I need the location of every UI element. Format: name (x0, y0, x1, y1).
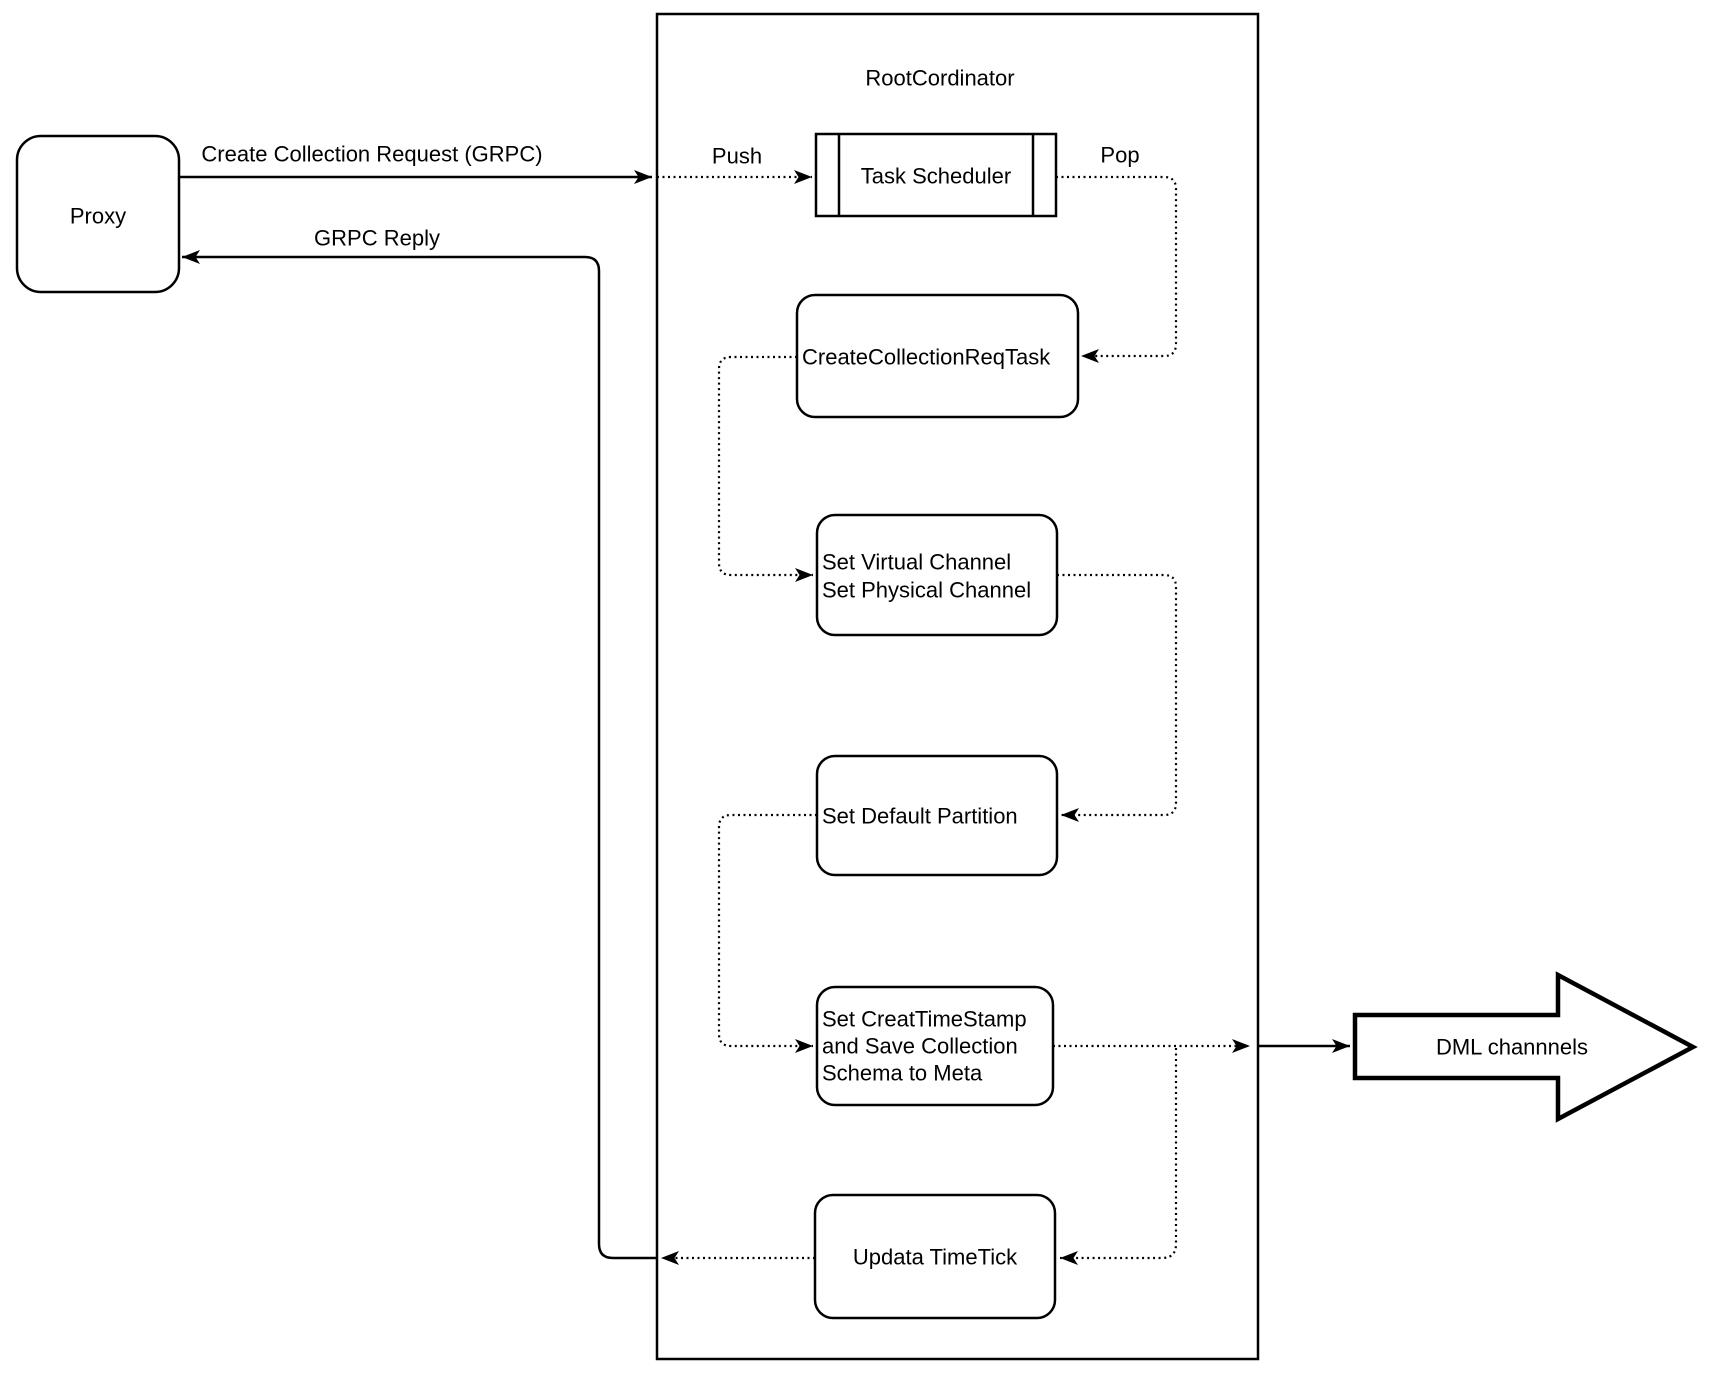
dml-channels-label: DML channnels (1436, 1035, 1588, 1060)
proxy-node (15, 134, 181, 294)
set-create-timestamp-line3: Schema to Meta (822, 1061, 983, 1086)
edge-pop (1056, 175, 1178, 363)
set-channels-line1: Set Virtual Channel (822, 550, 1011, 575)
set-channels-line2: Set Physical Channel (822, 578, 1031, 603)
task-scheduler-label: Task Scheduler (861, 164, 1011, 189)
proxy-label: Proxy (70, 204, 126, 229)
edge-to-set-default-partition (1057, 573, 1178, 822)
task-scheduler-node (814, 132, 1058, 218)
dml-channels-arrow (1352, 971, 1698, 1123)
edge-push-label: Push (712, 144, 762, 169)
edge-to-set-channels (717, 355, 813, 582)
edge-pop-label: Pop (1100, 143, 1139, 168)
updata-timetick-node (813, 1193, 1057, 1320)
edge-grpc-reply (182, 250, 657, 1260)
set-create-timestamp-line1: Set CreatTimeStamp (822, 1007, 1027, 1032)
set-channels-node (815, 513, 1059, 637)
set-default-partition-label: Set Default Partition (822, 804, 1018, 829)
rootcoordinator-container (655, 12, 1260, 1361)
edge-create-collection-request-label: Create Collection Request (GRPC) (201, 142, 542, 167)
create-collection-req-task-label: CreateCollectionReqTask (802, 345, 1051, 370)
rootcoordinator-title: RootCordinator (865, 66, 1014, 91)
task-scheduler-side-bars (837, 134, 1035, 216)
edge-grpc-reply-label: GRPC Reply (314, 226, 440, 251)
set-create-timestamp-line2: and Save Collection (822, 1034, 1018, 1059)
updata-timetick-label: Updata TimeTick (853, 1245, 1018, 1270)
